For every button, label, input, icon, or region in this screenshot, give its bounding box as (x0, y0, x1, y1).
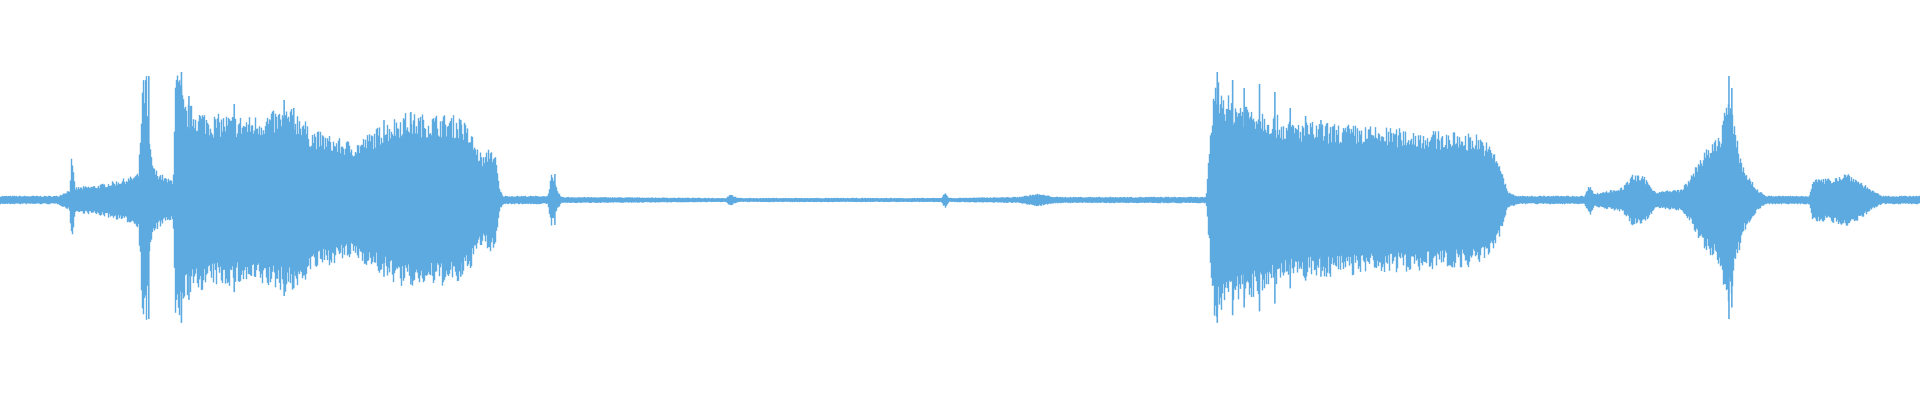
waveform-signal (0, 75, 1920, 320)
